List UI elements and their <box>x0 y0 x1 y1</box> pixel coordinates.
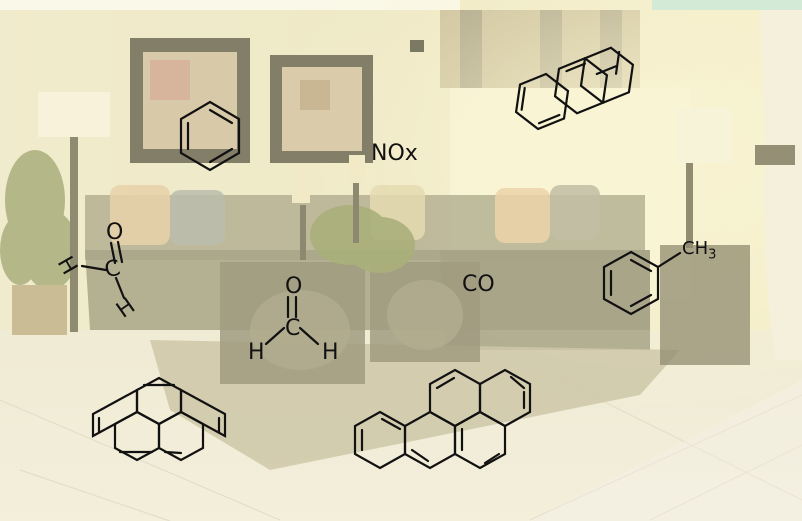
benzene-molecule <box>179 100 241 172</box>
formaldehyde-left-o: O <box>106 220 124 245</box>
toluene-methyl-label: CH3 <box>682 238 717 263</box>
formaldehyde-left-molecule <box>80 240 126 300</box>
nox-label: NOx <box>371 141 418 166</box>
toluene-molecule <box>602 250 682 316</box>
formaldehyde-center-h2: H <box>322 340 339 365</box>
formaldehyde-center-o: O <box>285 274 303 299</box>
benzopyrene-molecule <box>353 368 532 470</box>
formaldehyde-center-molecule <box>264 295 320 346</box>
pyrene-molecule <box>91 376 227 462</box>
co-label: CO <box>462 272 495 297</box>
formaldehyde-center-c: C <box>285 316 301 341</box>
formaldehyde-center-h1: H <box>248 340 265 365</box>
anthracene-molecule <box>514 46 635 131</box>
